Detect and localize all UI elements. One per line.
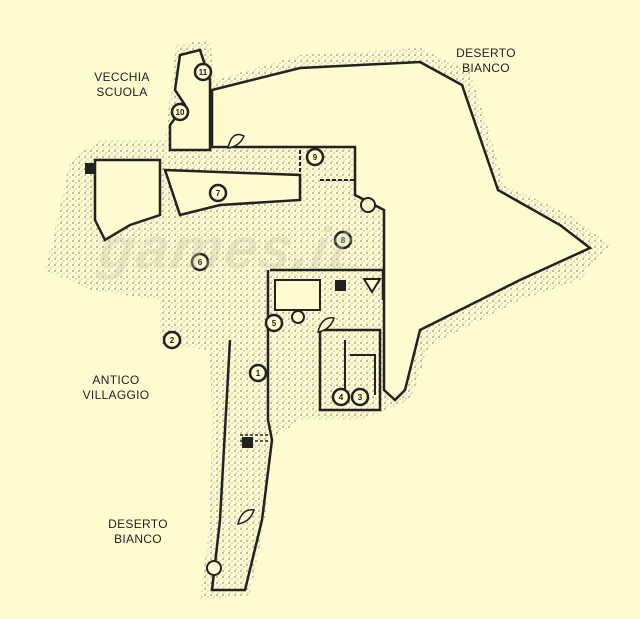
- power-icon: [335, 280, 346, 291]
- marker-circle: [333, 230, 353, 250]
- marker-number: 7: [216, 189, 221, 198]
- marker-circle: [264, 313, 284, 333]
- leaf-icon: [227, 133, 245, 149]
- triangle-marker-icon: [362, 278, 382, 294]
- leaf-icon: [316, 317, 335, 333]
- marker-2: 2: [162, 330, 182, 350]
- marker-5: 5: [264, 313, 284, 333]
- marker-circle: [170, 102, 190, 122]
- marker-number: 9: [313, 153, 318, 162]
- marker-circle: [248, 363, 268, 383]
- marker-circle: [208, 183, 228, 203]
- marker-number: 11: [199, 68, 208, 77]
- marker-8: 8: [333, 230, 353, 250]
- marker-circle: [162, 330, 182, 350]
- marker-9: 9: [305, 147, 325, 167]
- marker-11: 11: [193, 62, 213, 82]
- marker-7: 7: [208, 183, 228, 203]
- label-deserto-bianco-top: DESERTO BIANCO: [456, 46, 516, 75]
- marker-number: 2: [170, 336, 175, 345]
- marker-circle: [331, 387, 351, 407]
- label-antico-villaggio: ANTICO VILLAGGIO: [82, 373, 150, 402]
- marker-number: 5: [272, 319, 277, 328]
- marker-3: 3: [350, 387, 370, 407]
- exit-icon: [360, 197, 376, 213]
- label-deserto-bianco-bottom: DESERTO BIANCO: [108, 517, 168, 546]
- marker-number: 3: [358, 393, 363, 402]
- watermark-logo: games.it: [94, 216, 358, 281]
- marker-1: 1: [248, 363, 268, 383]
- marker-circle: [350, 387, 370, 407]
- leaf-icons: [227, 133, 335, 525]
- terrain-open: [93, 48, 593, 592]
- marker-4: 4: [331, 387, 351, 407]
- label-vecchia-scuola: VECCHIA SCUOLA: [94, 70, 150, 99]
- leaf-icon: [236, 509, 255, 525]
- marker-circle: [190, 252, 210, 272]
- marker-number: 10: [176, 108, 185, 117]
- marker-number: 8: [341, 236, 346, 245]
- power-icon: [85, 163, 96, 174]
- power-icons: [85, 163, 346, 448]
- power-icon: [242, 437, 253, 448]
- marker-number: 6: [198, 258, 203, 267]
- marker-6: 6: [190, 252, 210, 272]
- marker-number: 4: [339, 393, 344, 402]
- marker-circle: [305, 147, 325, 167]
- marker-10: 10: [170, 102, 190, 122]
- item-icon: [291, 310, 305, 324]
- exit-icon: [206, 560, 222, 576]
- marker-circle: [193, 62, 213, 82]
- marker-number: 1: [256, 369, 261, 378]
